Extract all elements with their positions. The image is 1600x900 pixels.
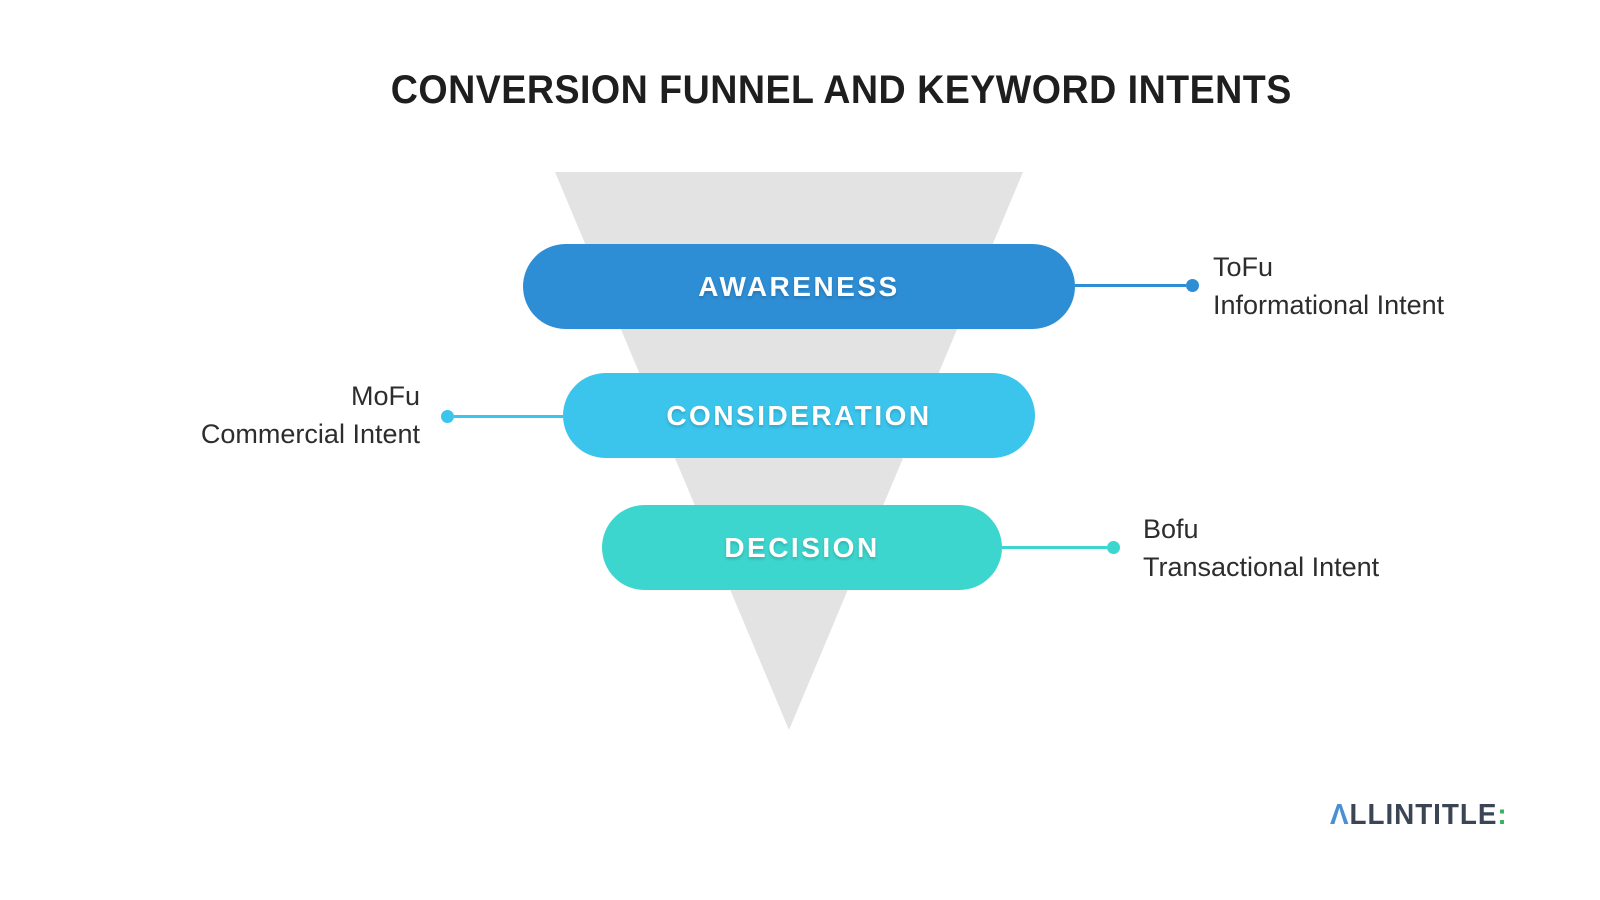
callout-tofu-stage: ToFu [1213, 252, 1274, 282]
connector-line [1075, 284, 1186, 287]
callout-bofu: Bofu Transactional Intent [1143, 510, 1379, 586]
callout-tofu-intent: Informational Intent [1213, 290, 1445, 320]
connector-line [454, 415, 563, 418]
callout-mofu: MoFu Commercial Intent [100, 377, 420, 453]
funnel-stage-decision-label: DECISION [724, 531, 880, 563]
page-title: CONVERSION FUNNEL AND KEYWORD INTENTS [0, 68, 1600, 113]
funnel-stage-consideration-label: CONSIDERATION [666, 399, 932, 431]
logo-letter-a: Λ [1330, 799, 1350, 831]
connector-dot [1186, 279, 1199, 292]
connector-dot [1107, 541, 1120, 554]
funnel-stage-awareness-label: AWARENESS [698, 270, 900, 302]
logo-body-text: LLINTITLE [1349, 799, 1498, 831]
connector-dot [441, 410, 454, 423]
allintitle-logo: ΛLLINTITLE: [1330, 799, 1508, 832]
funnel-stage-consideration: CONSIDERATION [563, 373, 1035, 458]
callout-mofu-stage: MoFu [350, 381, 420, 411]
page-title-text: CONVERSION FUNNEL AND KEYWORD INTENTS [390, 68, 1292, 112]
connector-line [1002, 546, 1107, 549]
connector-line-tofu [1075, 279, 1199, 292]
funnel-stage-decision: DECISION [602, 505, 1002, 590]
connector-line-bofu [1002, 541, 1120, 554]
callout-mofu-intent: Commercial Intent [200, 419, 420, 449]
funnel-stage-awareness: AWARENESS [523, 244, 1075, 329]
callout-bofu-intent: Transactional Intent [1143, 552, 1380, 582]
connector-line-mofu [441, 410, 563, 423]
logo-colon: : [1497, 799, 1508, 831]
callout-bofu-stage: Bofu [1143, 514, 1199, 544]
callout-tofu: ToFu Informational Intent [1213, 248, 1444, 324]
